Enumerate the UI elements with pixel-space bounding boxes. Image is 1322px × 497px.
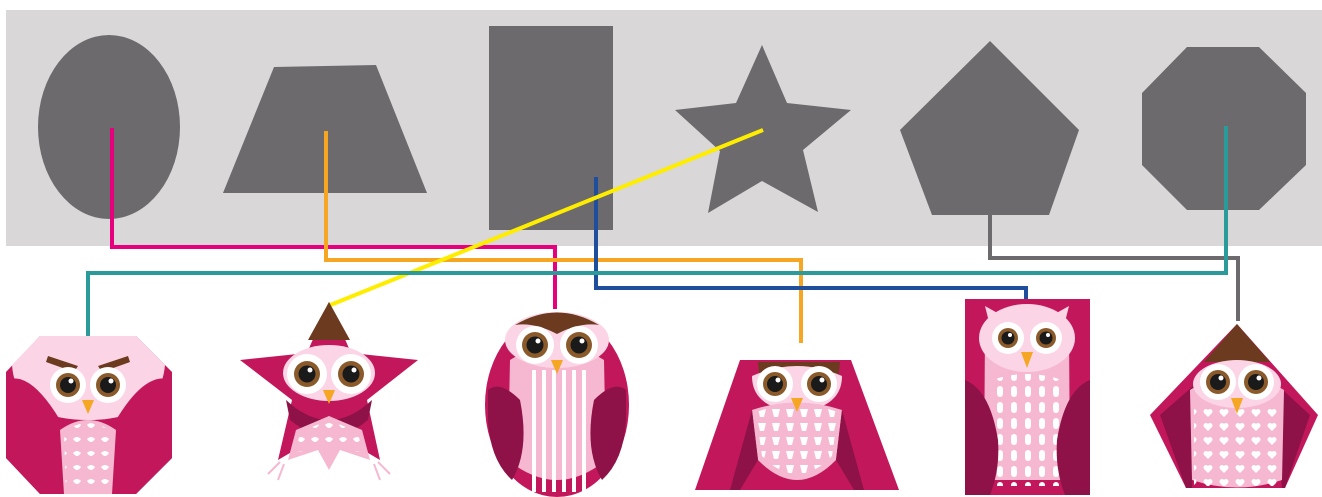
octagon-owl bbox=[6, 336, 172, 494]
rectangle-owl bbox=[965, 299, 1090, 495]
trapezoid-owl bbox=[695, 360, 899, 490]
shapes-panel bbox=[6, 10, 1322, 246]
pentagon-owl bbox=[1150, 324, 1318, 488]
ellipse-owl bbox=[485, 312, 629, 497]
ellipse-shape bbox=[38, 35, 180, 219]
star-owl bbox=[240, 302, 418, 480]
